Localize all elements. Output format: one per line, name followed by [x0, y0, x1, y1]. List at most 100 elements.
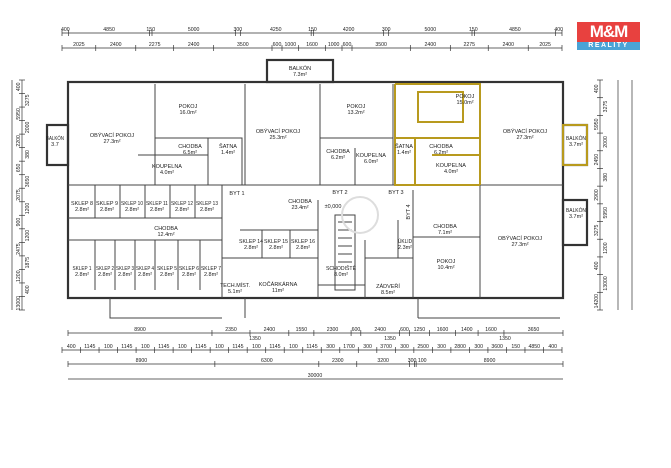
- room-name: SKLEP 12: [171, 201, 193, 207]
- staircase: [334, 214, 356, 291]
- room-area: 25.3m²: [269, 135, 286, 141]
- room-area: 2.8m²: [150, 207, 164, 213]
- dimension-label: 2400: [188, 42, 200, 48]
- room-name: CHODBA: [433, 224, 457, 230]
- room-area: 4.0m²: [160, 170, 174, 176]
- dimension-label: 1200: [25, 230, 31, 242]
- room-name: SKLEP 6: [179, 266, 199, 272]
- dimension-label: 5950: [16, 108, 22, 120]
- room-name: SKLEP 13: [196, 201, 218, 207]
- room-name: TECH.MÍST.: [220, 282, 250, 289]
- dimension-label: 1145: [121, 344, 132, 350]
- dimension-label: 100: [215, 344, 224, 350]
- watermark: [341, 196, 379, 234]
- dimension-label: 1200: [25, 203, 31, 215]
- dimension-label: 2275: [149, 42, 161, 48]
- dimension-label: 400: [67, 344, 76, 350]
- dimension-label: 300: [408, 358, 417, 364]
- room-name: ÚKLID: [398, 238, 412, 245]
- left-balcony: [45, 123, 70, 167]
- room-name: POKOJ: [456, 94, 475, 100]
- room-name: POKOJ: [347, 104, 366, 110]
- room-area: 16.0m²: [179, 110, 196, 116]
- room-name: OBÝVACÍ POKOJ: [256, 128, 300, 135]
- dimension-label: 400: [554, 27, 563, 33]
- logo-sub: REALITY: [577, 42, 640, 50]
- room-name: SKLEP 3: [116, 266, 134, 272]
- room-area: 3.7m²: [569, 142, 583, 148]
- dimension-label: 2000: [25, 121, 31, 133]
- dimension-label: 4850: [103, 27, 115, 33]
- dimension-label: 6300: [261, 358, 273, 364]
- room-area: 2.8m²: [244, 245, 258, 251]
- dimension-label: 300: [474, 344, 483, 350]
- dimension-label: 300: [363, 344, 372, 350]
- dimension-label: 400: [548, 344, 557, 350]
- dimension-label: 3275: [594, 225, 600, 237]
- dimension-label: 2300: [327, 327, 339, 333]
- dimension-label: 13000: [16, 296, 22, 311]
- room-area: 3.7: [51, 142, 59, 148]
- room-area: 4.0m²: [444, 169, 458, 175]
- dimension-label: 1875: [25, 257, 31, 269]
- dimension-label: 4850: [528, 344, 540, 350]
- room-name: SKLEP 2: [96, 266, 114, 272]
- bed-icon: [417, 91, 464, 123]
- dimension-label: 1145: [232, 344, 243, 350]
- dimension-label: 100: [104, 344, 113, 350]
- room-name: ŠATNA: [219, 143, 237, 150]
- highlighted-unit: [394, 83, 481, 186]
- dimension-label: 2400: [425, 42, 437, 48]
- dimension-label: 650: [16, 163, 22, 172]
- room-area: 15.0m²: [456, 100, 473, 106]
- logo-brand: M&M: [577, 22, 640, 42]
- room-name: POKOJ: [437, 259, 456, 265]
- dimension-label: 3275: [603, 101, 609, 113]
- dimension-label: 3600: [491, 344, 503, 350]
- interior-walls: [68, 84, 563, 319]
- room-name: BALKÓN: [566, 207, 586, 214]
- dimension-label: 1200: [603, 242, 609, 254]
- room-area: 7.1m²: [438, 230, 452, 236]
- dimension-label: 8900: [484, 358, 496, 364]
- dimension-label: 4250: [270, 27, 282, 33]
- room-name: KOUPELNA: [356, 153, 386, 159]
- room-name: SCHODIŠTĚ: [326, 264, 356, 272]
- dimension-label: 400: [25, 285, 31, 294]
- dimension-label: 1145: [158, 344, 169, 350]
- dimension-label: 1700: [343, 344, 355, 350]
- room-area: 6.2m²: [434, 150, 448, 156]
- dimension-label: 2075: [16, 189, 22, 201]
- dimension-label: 4200: [343, 27, 355, 33]
- room-area: 2.8m²: [75, 207, 89, 213]
- dimension-label: 1350: [499, 336, 511, 342]
- dimension-label: 400: [594, 84, 600, 93]
- dimension-label: 2400: [110, 42, 122, 48]
- dimension-label: 5000: [425, 27, 437, 33]
- room-name: ZÁDVEŘÍ: [376, 282, 400, 290]
- walls: [45, 58, 589, 319]
- room-area: 6.2m²: [331, 155, 345, 161]
- room-name: SKLEP 8: [71, 201, 93, 207]
- room-name: SKLEP 5: [157, 266, 177, 272]
- room-name: BALKÓN: [46, 135, 64, 142]
- room-name: KOUPELNA: [152, 164, 182, 170]
- room-name: KOUPELNA: [436, 163, 466, 169]
- dimension-label: 1600: [437, 327, 449, 333]
- dimension-label: 1145: [84, 344, 95, 350]
- dimension-label: 1400: [461, 327, 473, 333]
- dimension-label: 2200: [16, 135, 22, 147]
- room-area: 6.0m²: [364, 159, 378, 165]
- dimension-label: 150: [511, 344, 520, 350]
- dimension-label: 2025: [539, 42, 551, 48]
- dimension-label: 1600: [485, 327, 497, 333]
- room-name: BALKÓN: [566, 135, 586, 142]
- room-name: SKLEP 11: [146, 201, 168, 207]
- dimension-label: 400: [61, 27, 70, 33]
- room-name: OBÝVACÍ POKOJ: [90, 132, 134, 139]
- room-area: 6.5m²: [183, 150, 197, 156]
- room-area: 2.8m²: [269, 245, 283, 251]
- dimension-label: 2900: [594, 189, 600, 201]
- room-name: SKLEP 14: [239, 239, 263, 245]
- room-name: CHODBA: [288, 199, 312, 205]
